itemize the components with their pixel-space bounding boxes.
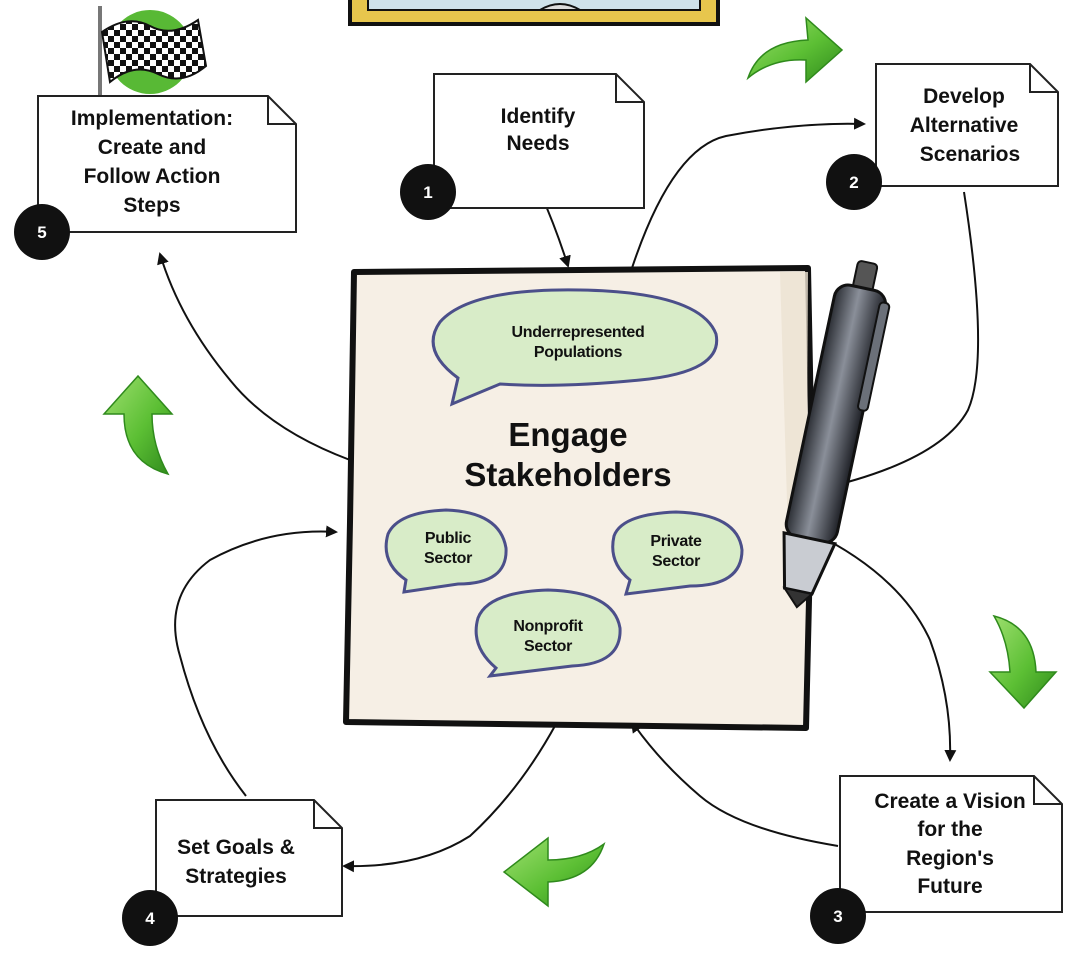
board-icon bbox=[348, 0, 720, 26]
step-number: 3 bbox=[833, 907, 842, 926]
group-bubble-nonprofit: Nonprofit Sector bbox=[474, 588, 622, 678]
step-number-badge bbox=[810, 888, 866, 944]
step-label-line: Identify bbox=[501, 105, 576, 128]
step-label-line: for the bbox=[917, 818, 982, 841]
step-number-badge bbox=[826, 154, 882, 210]
step-card-3: Create a Vision for the Region's Future … bbox=[810, 775, 1063, 944]
group-label-line1: Private bbox=[650, 533, 702, 550]
step-label-line: Steps bbox=[123, 194, 180, 217]
step-label-line: Scenarios bbox=[920, 143, 1020, 166]
group-bubble-public: Public Sector bbox=[384, 508, 508, 594]
group-bubble-private: Private Sector bbox=[611, 510, 744, 596]
step-label-line: Alternative bbox=[910, 114, 1019, 137]
group-bubble-underrepresented: Underrepresented Populations bbox=[431, 288, 719, 407]
step-number: 4 bbox=[145, 909, 155, 928]
cycle-arrow-icon bbox=[102, 16, 1058, 908]
step-label-line: Create and bbox=[98, 136, 207, 159]
step-number-badge bbox=[14, 204, 70, 260]
step-number: 1 bbox=[423, 183, 432, 202]
step-number-badge bbox=[400, 164, 456, 220]
step-number: 2 bbox=[849, 173, 858, 192]
step-label-line: Future bbox=[917, 875, 982, 898]
step-label-line: Implementation: bbox=[71, 107, 233, 130]
step-label-line: Follow Action bbox=[84, 165, 221, 188]
step-label-line: Create a Vision bbox=[874, 790, 1025, 813]
center-title-line2: Stakeholders bbox=[464, 456, 671, 493]
checkered-flag-icon bbox=[98, 6, 208, 96]
step-label-line: Develop bbox=[923, 85, 1005, 108]
group-label-line1: Public bbox=[425, 530, 472, 547]
group-label-line2: Sector bbox=[652, 553, 700, 570]
connector-arrows bbox=[157, 117, 980, 873]
step-card-4: Set Goals & Strategies 4 bbox=[122, 799, 343, 946]
step-card-1: Identify Needs 1 bbox=[400, 73, 645, 220]
step-card-5: Implementation: Create and Follow Action… bbox=[14, 95, 297, 260]
step-label-line: Set Goals & bbox=[177, 836, 295, 859]
group-label-line1: Underrepresented bbox=[511, 324, 644, 341]
group-label-line2: Sector bbox=[424, 550, 472, 567]
step-label-line: Needs bbox=[506, 132, 569, 155]
group-label-line2: Populations bbox=[534, 344, 623, 361]
step-card-2: Develop Alternative Scenarios 2 bbox=[826, 63, 1059, 210]
center-title-line1: Engage bbox=[508, 416, 627, 453]
step-label-line: Strategies bbox=[185, 865, 287, 888]
group-label-line2: Sector bbox=[524, 638, 572, 655]
pen-icon bbox=[782, 260, 891, 609]
step-label-line: Region's bbox=[906, 847, 994, 870]
step-number-badge bbox=[122, 890, 178, 946]
step-number: 5 bbox=[37, 223, 46, 242]
group-label-line1: Nonprofit bbox=[513, 618, 583, 635]
